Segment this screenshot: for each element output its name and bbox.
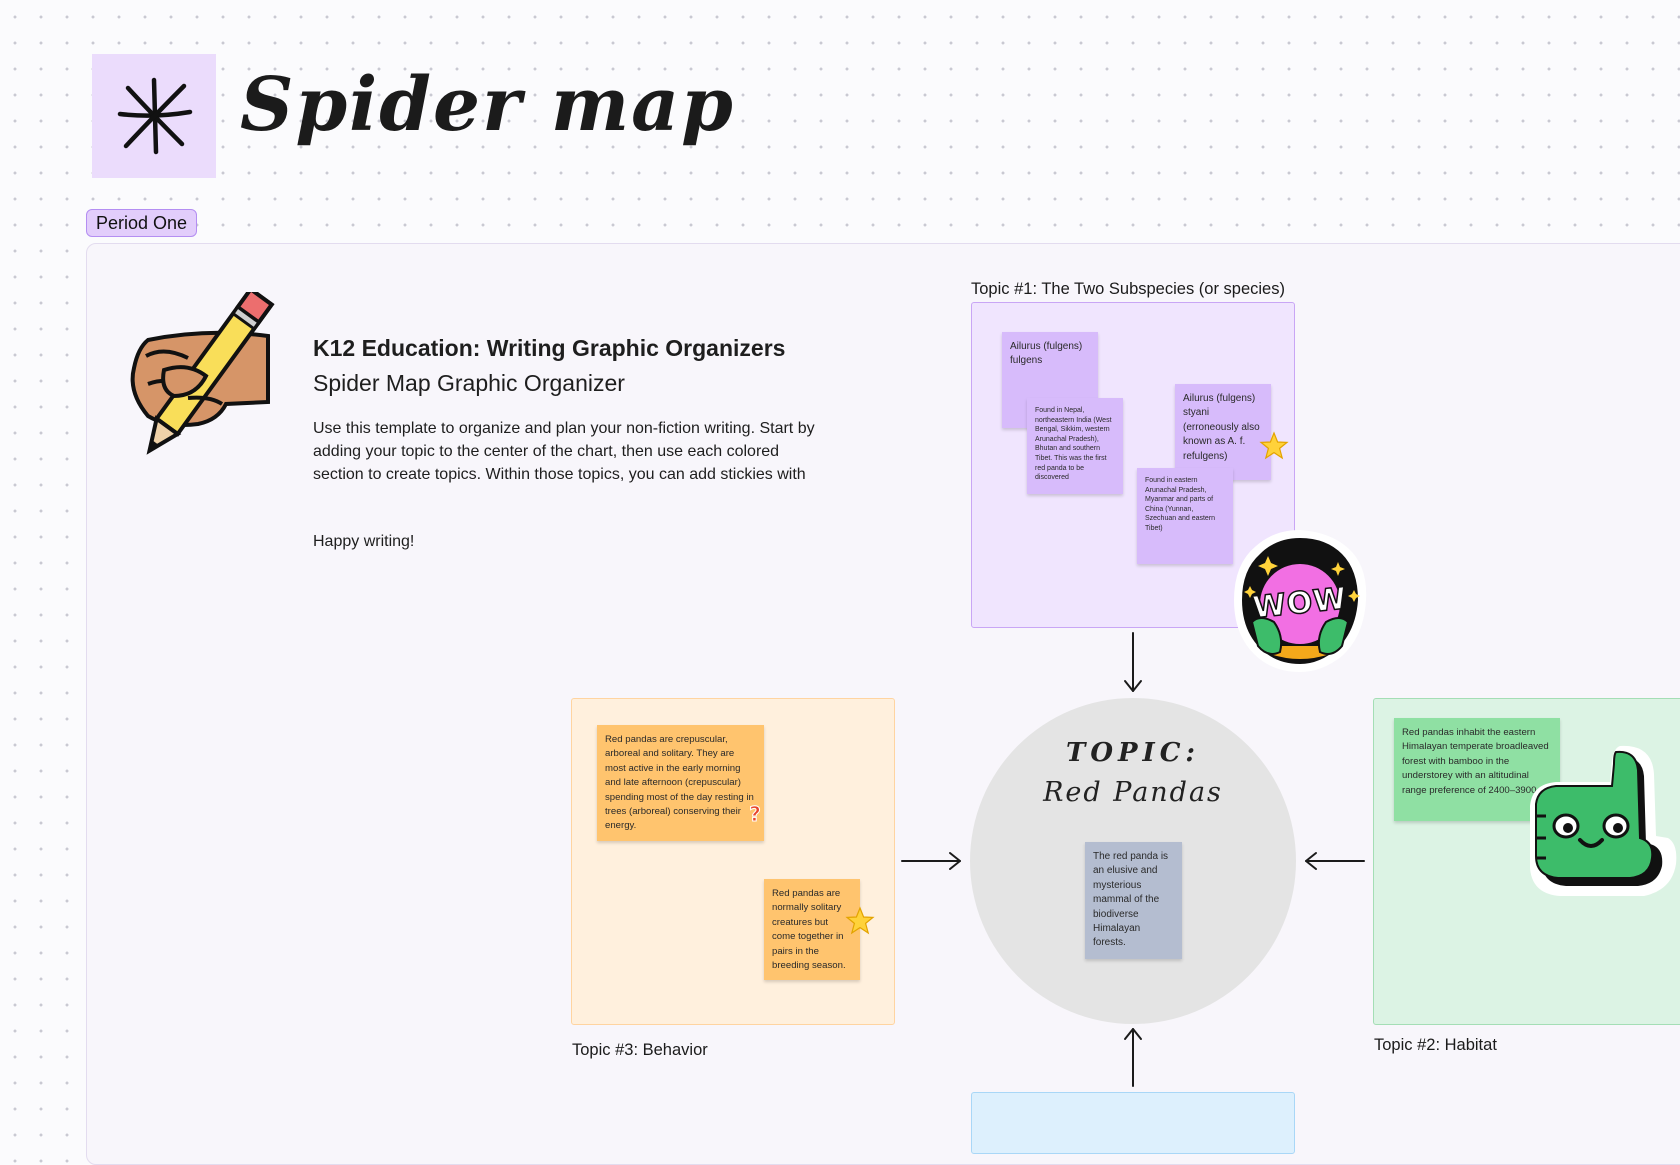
topic-3-label[interactable]: Topic #3: Behavior [572, 1041, 708, 1059]
sticky-note[interactable]: Found in eastern Arunachal Pradesh, Myan… [1137, 468, 1233, 564]
template-subheading: Spider Map Graphic Organizer [313, 370, 625, 396]
star-icon[interactable] [1259, 431, 1289, 461]
template-description: Use this template to organize and plan y… [313, 420, 815, 483]
center-topic-word: TOPIC: [1066, 738, 1200, 768]
hand-writing-pencil-icon[interactable] [118, 292, 288, 462]
title-icon-tile [92, 54, 216, 178]
sticky-note[interactable]: Red pandas are normally solitary creatur… [764, 879, 860, 980]
star-icon[interactable] [845, 906, 875, 936]
question-mark-icon[interactable]: ? [745, 803, 765, 825]
template-heading: K12 Education: Writing Graphic Organizer… [313, 335, 786, 361]
topic-4-area[interactable] [971, 1092, 1295, 1154]
wow-crystal-ball-sticker[interactable]: WOW [1230, 526, 1370, 674]
sticky-note[interactable]: Ailurus (fulgens) styani (erroneously al… [1175, 384, 1271, 480]
template-closing: Happy writing! [313, 533, 415, 550]
thumbs-up-face-sticker[interactable] [1524, 740, 1680, 900]
sparkle-asterisk-icon [117, 77, 193, 155]
page-title: Spider map [240, 62, 735, 148]
center-topic-name: Red Pandas [1043, 777, 1223, 808]
topic-1-label[interactable]: Topic #1: The Two Subspecies (or species… [971, 280, 1285, 298]
sticky-note[interactable]: Red pandas inhabit the eastern Himalayan… [1394, 718, 1560, 821]
sticky-note[interactable]: Red pandas are crepuscular, arboreal and… [597, 725, 764, 841]
sticky-note[interactable]: The red panda is an elusive and mysterio… [1085, 842, 1182, 959]
svg-text:?: ? [749, 803, 761, 825]
section-name-chip[interactable]: Period One [86, 209, 198, 237]
topic-2-label[interactable]: Topic #2: Habitat [1374, 1036, 1497, 1054]
sticky-note[interactable]: Found in Nepal, northeastern India (West… [1027, 398, 1123, 494]
